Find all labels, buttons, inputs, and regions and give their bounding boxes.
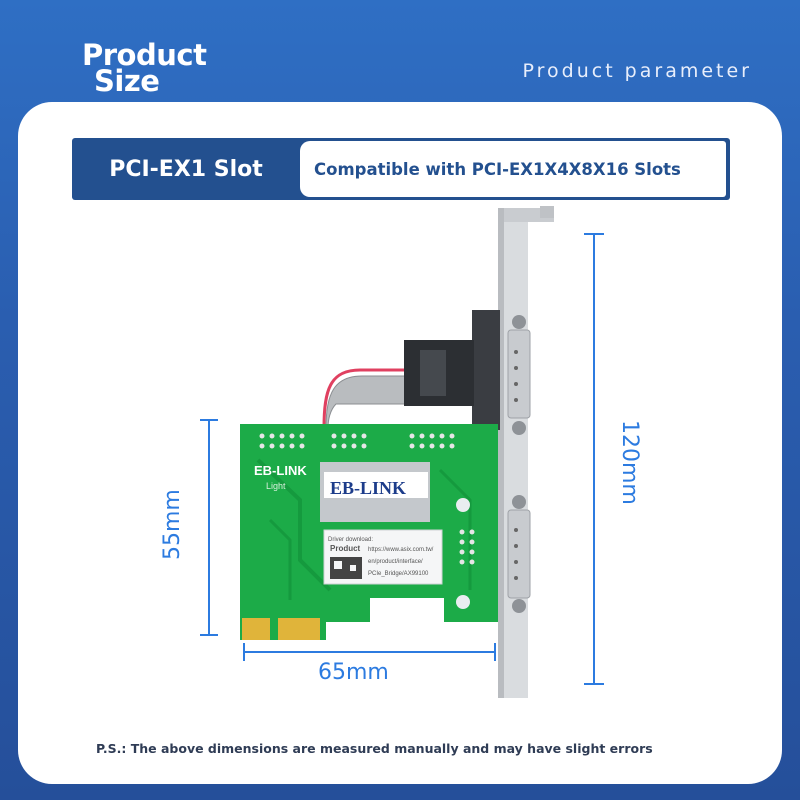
dimension-label-55: 55mm [160, 489, 185, 560]
sticker-url3: PCIe_Bridge/AX99100 [368, 571, 429, 577]
page-subtitle: Product parameter [522, 60, 752, 82]
dimension-line-55 [200, 419, 218, 636]
db9-connector-bottom [507, 495, 531, 613]
slot-label: PCI-EX1 Slot [109, 156, 263, 182]
brand-sticker-text: EB-LINK [330, 478, 406, 498]
page-title-line2: Size [94, 64, 160, 98]
dimension-line-120 [584, 233, 604, 685]
db9-connector-top [507, 315, 531, 435]
header-pins [259, 433, 475, 565]
metal-bracket [472, 206, 554, 698]
sticker-url2: en/product/interface/ [368, 559, 423, 565]
dimension-label-120: 120mm [617, 420, 642, 505]
slot-banner: PCI-EX1 Slot Compatible with PCI-EX1X4X8… [72, 138, 730, 200]
info-sticker: Driver download: Product https://www.asi… [323, 529, 443, 585]
sticker-url1: https://www.asix.com.tw/ [368, 547, 434, 553]
sticker-line1: Driver download: [328, 537, 373, 543]
dimension-label-65: 65mm [318, 660, 389, 685]
board-logo: EB-LINK [254, 463, 307, 478]
chip-sticker: EB-LINK [320, 462, 430, 522]
gold-fingers [242, 618, 320, 640]
sticker-line2: Product [330, 544, 361, 553]
compat-label: Compatible with PCI-EX1X4X8X16 Slots [300, 141, 726, 197]
ribbon-cable [322, 340, 474, 429]
board-logo-sub: Light [266, 481, 286, 491]
dimension-line-65 [243, 643, 496, 661]
page-title: Product Size [82, 41, 207, 98]
page-title-line1: Product [82, 38, 207, 72]
footnote: P.S.: The above dimensions are measured … [96, 741, 653, 756]
